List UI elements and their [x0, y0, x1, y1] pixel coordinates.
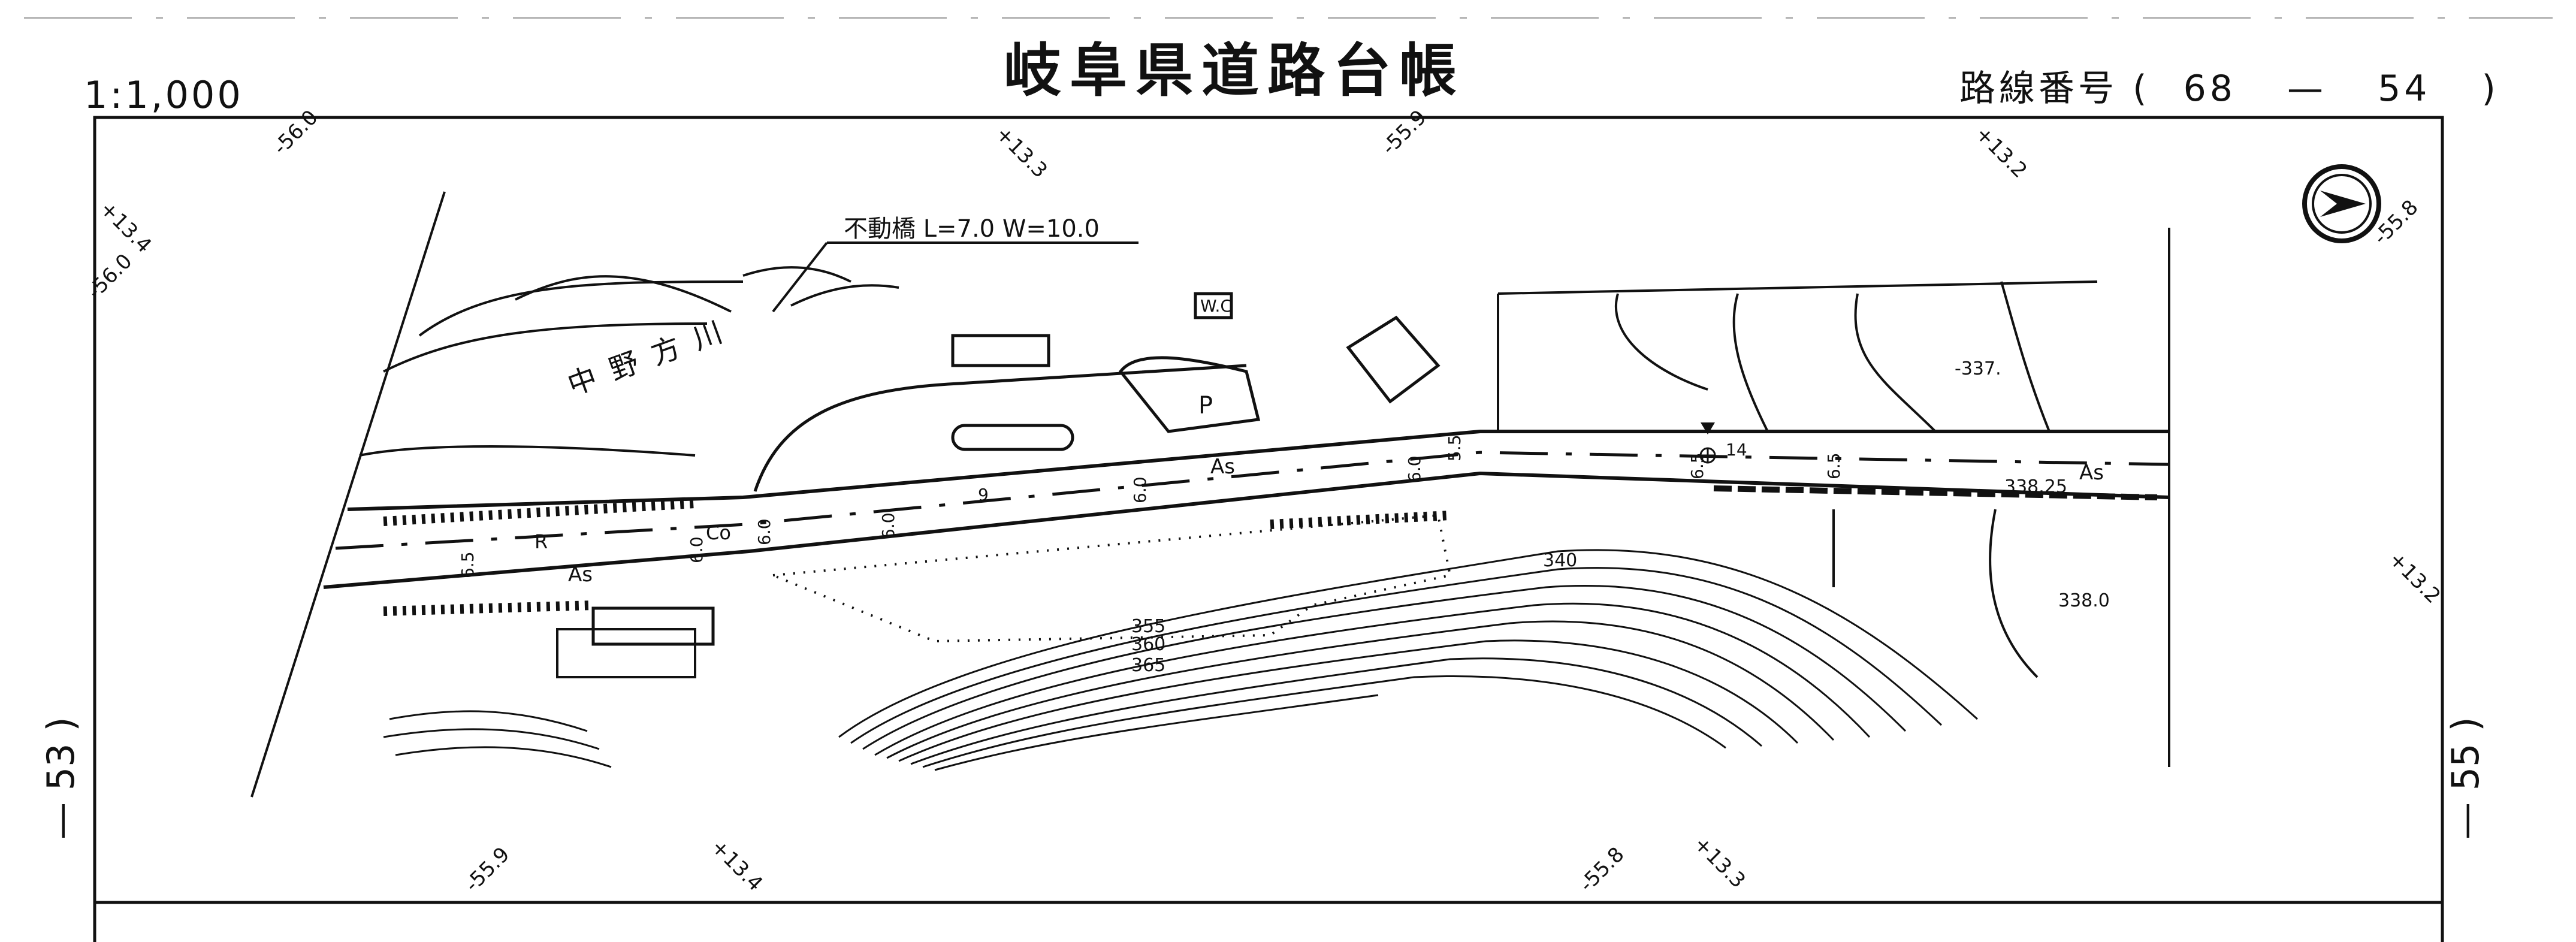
tick-6: -56.0 [83, 249, 137, 303]
route-b: 54 [2378, 68, 2431, 110]
concrete-label: Co [706, 521, 731, 544]
tick-10: +13.4 [706, 835, 768, 896]
width-1: 6.5 [458, 551, 478, 578]
width-6: 6.0 [1130, 476, 1150, 503]
map-frame [93, 116, 2444, 904]
route-open: ( [2133, 68, 2151, 110]
guardrail-label: R [534, 530, 548, 553]
route-number: 路線番号 ( 68 — 54 ) [1959, 71, 2499, 107]
surface-label-1: As [1210, 455, 1235, 479]
tick-11: -55.8 [1575, 843, 1629, 896]
width-9: 6.5 [1687, 452, 1707, 479]
tick-8: +13.2 [2384, 547, 2445, 608]
embankment [772, 514, 1452, 643]
facilities [951, 292, 1440, 451]
contour-label-365: 365 [1131, 655, 1165, 676]
toilet-building [1194, 292, 1233, 319]
width-3: 6.0 [754, 518, 774, 545]
tick-12: +13.3 [1689, 832, 1750, 893]
page-title: 岐阜県道路台帳 [1004, 37, 1465, 104]
benchmark-icon [1699, 422, 1716, 464]
tick-1: -56.0 [268, 105, 322, 159]
bridge-label: 不動橋 L=7.0 W=10.0 [844, 215, 1100, 243]
width-7: 6.0 [1405, 455, 1424, 482]
route-a: 68 [2183, 68, 2236, 110]
contour-label-340: 340 [1543, 550, 1577, 571]
contour-label-355: 355 [1131, 616, 1165, 637]
route-dash: — [2287, 68, 2327, 110]
tick-4: +13.2 [1971, 122, 2032, 183]
tick-5: +13.4 [95, 197, 156, 258]
contours [383, 549, 1979, 771]
river [359, 266, 899, 457]
surface-label-2: As [568, 563, 593, 587]
tick-3: -55.9 [1377, 105, 1431, 159]
left-edge [250, 191, 446, 798]
parking-label: P [1198, 392, 1213, 419]
width-8: 5.5 [1445, 434, 1464, 461]
route-label: 路線番号 [1959, 68, 2118, 110]
width-10: 14 [1726, 440, 1747, 460]
tick-2: +13.3 [991, 122, 1052, 183]
contour-label-360: 360 [1131, 634, 1165, 655]
spot-height-1: -337. [1955, 358, 2001, 379]
width-5: 9 [978, 485, 989, 505]
spot-height-3: 338.0 [2058, 590, 2110, 611]
surface-label-3: As [2079, 461, 2104, 485]
paddies [1497, 228, 2170, 767]
toilet-label: W.C [1200, 296, 1232, 316]
width-2: 6.0 [687, 536, 706, 563]
map-scale: 1:1,000 [84, 73, 243, 117]
tick-9: -55.9 [460, 843, 514, 896]
width-11: 6.5 [1824, 452, 1844, 479]
road [323, 364, 2170, 678]
spot-height-2: 338.25 [2004, 476, 2067, 497]
north-arrow-icon [2302, 164, 2381, 243]
route-close: ) [2481, 68, 2499, 110]
width-4: 6.0 [878, 512, 898, 539]
grid-ticks: -56.0 +13.3 -55.9 +13.2 +13.4 -56.0 -55.… [83, 105, 2445, 896]
